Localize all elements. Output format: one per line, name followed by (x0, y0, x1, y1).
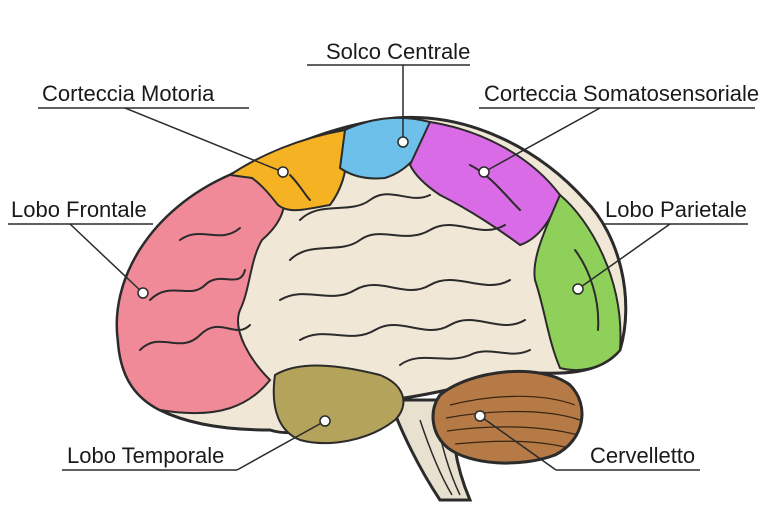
label-solco-centrale: Solco Centrale (326, 39, 471, 64)
frontal-lobe-region (116, 169, 286, 415)
corteccia-somatosensoriale-marker (478, 166, 490, 178)
lobo-temporale-marker (319, 415, 331, 427)
lobo-frontale-marker (137, 287, 149, 299)
cerebellum-region (431, 369, 584, 465)
motor-cortex-region (227, 128, 348, 212)
solco-centrale-marker (397, 136, 409, 148)
label-lobo-parietale: Lobo Parietale (605, 197, 747, 222)
label-cervelletto: Cervelletto (590, 443, 696, 468)
lobo-parietale-marker (572, 283, 584, 295)
label-lobo-temporale: Lobo Temporale (67, 443, 225, 468)
label-lobo-frontale: Lobo Frontale (11, 197, 147, 222)
corteccia-motoria-marker (277, 166, 289, 178)
cervelletto-marker (474, 410, 486, 422)
label-corteccia-motoria: Corteccia Motoria (42, 81, 215, 106)
somatosensory-cortex-region (408, 120, 562, 247)
label-corteccia-somatosensoriale: Corteccia Somatosensoriale (484, 81, 760, 106)
temporal-lobe-region (272, 364, 405, 445)
